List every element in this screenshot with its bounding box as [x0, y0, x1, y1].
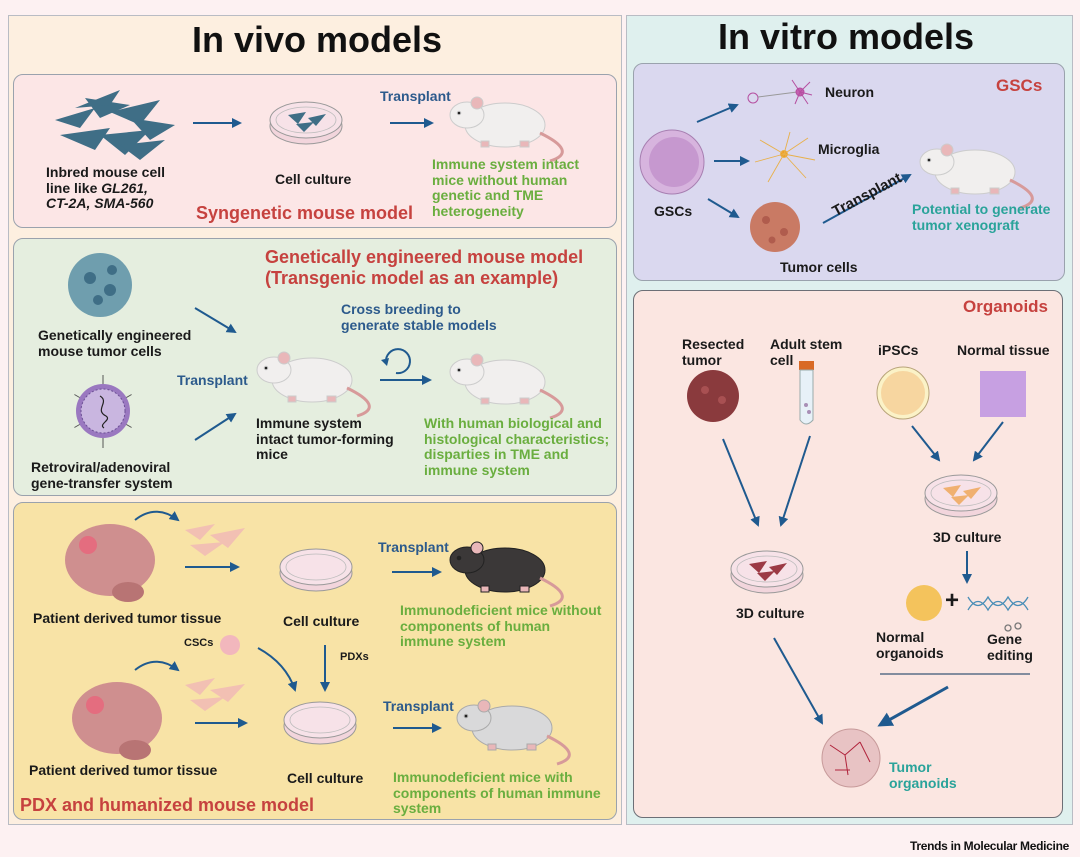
dna-scissors-icon [967, 595, 1029, 632]
neuron-label: Neuron [825, 84, 874, 100]
syngenetic-box [13, 74, 617, 228]
pdx-culture-label-2: Cell culture [287, 770, 364, 786]
pdx-tissue-label-2: Patient derived tumor tissue [29, 762, 218, 778]
ipscs-label: iPSCs [878, 342, 919, 358]
white-mouse-icon [918, 142, 1034, 210]
pdx-title: PDX and humanized mouse model [20, 795, 315, 815]
brain-icon [72, 682, 162, 760]
resected-tumor-icon [687, 370, 739, 422]
gscs-source-label: GSCs [654, 203, 693, 219]
petri-dish-icon [269, 101, 343, 145]
white-mouse-icon [255, 350, 371, 418]
test-tube-icon [799, 361, 814, 425]
gemm-transplant-label: Transplant [177, 372, 248, 388]
tissue-icon [980, 371, 1026, 417]
mouse-cells-icon [55, 90, 175, 160]
gemm-title: Genetically engineered mouse model(Trans… [265, 247, 584, 288]
journal-credit: Trends in Molecular Medicine [910, 839, 1069, 853]
syngenetic-culture-label: Cell culture [275, 171, 352, 187]
syngenetic-transplant-label: Transplant [380, 88, 451, 104]
organoid-icon [906, 585, 942, 621]
cscs-label: CSCs [184, 637, 214, 649]
tumor-organoid-icon [821, 728, 881, 788]
microglia-icon [754, 131, 816, 183]
culture-right-label: 3D culture [933, 529, 1002, 545]
pdx-tissue-label-1: Patient derived tumor tissue [33, 610, 222, 626]
gscs-title: GSCs [996, 76, 1043, 95]
normal-tissue-label: Normal tissue [957, 342, 1050, 358]
grey-mouse-icon [455, 698, 571, 766]
white-mouse-icon [448, 352, 564, 420]
stem-cell-icon [639, 129, 705, 195]
petri-dish-icon [924, 474, 998, 518]
tumor-cells-label: Tumor cells [780, 259, 858, 275]
tumor-cell-cluster-icon [68, 253, 132, 317]
white-mouse-icon [448, 95, 564, 163]
petri-dish-icon [283, 701, 357, 745]
pdx-transplant-label-2: Transplant [383, 698, 454, 714]
organoids-title: Organoids [963, 297, 1049, 316]
plus-sign: + [945, 587, 960, 614]
pdx-culture-label-1: Cell culture [283, 613, 360, 629]
csc-cell-icon [220, 635, 240, 655]
syngenetic-title: Syngenetic mouse model [196, 203, 414, 223]
petri-dish-icon [279, 548, 353, 592]
virus-icon [74, 375, 132, 448]
neuron-icon [747, 79, 813, 105]
pdxs-label: PDXs [340, 651, 369, 663]
culture-left-label: 3D culture [736, 605, 805, 621]
in-vivo-title: In vivo models [192, 19, 443, 60]
cells-icon [185, 524, 245, 556]
black-mouse-icon [448, 540, 564, 608]
petri-dish-icon [730, 550, 804, 594]
ipsc-icon [876, 366, 930, 420]
cycle-arrow-icon [380, 348, 432, 385]
syngenetic-source-label: Inbred mouse cell line like GL261, CT-2A… [46, 164, 166, 212]
cells-icon [185, 678, 245, 711]
microglia-label: Microglia [818, 141, 880, 157]
brain-icon [65, 524, 155, 602]
in-vitro-title: In vitro models [718, 16, 975, 57]
pdx-transplant-label-1: Transplant [378, 539, 449, 555]
tumor-cell-icon [750, 202, 800, 252]
